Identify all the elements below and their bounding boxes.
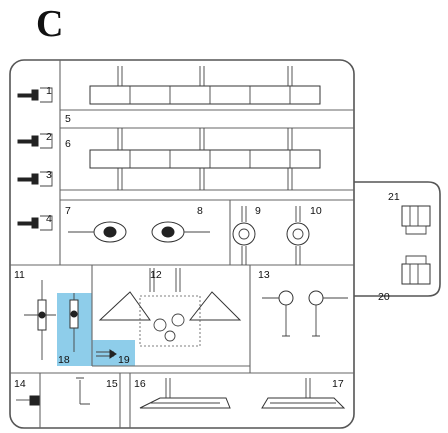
part-14 bbox=[16, 395, 40, 406]
part-label-12: 12 bbox=[150, 269, 162, 281]
part-label-14: 14 bbox=[14, 378, 26, 390]
ring-part-10 bbox=[286, 206, 310, 265]
part-label-19: 19 bbox=[118, 354, 130, 366]
part-label-1: 1 bbox=[46, 85, 52, 97]
part-label-3: 3 bbox=[46, 169, 52, 181]
part-21 bbox=[401, 205, 431, 235]
sprue-frame bbox=[9, 59, 355, 429]
part-label-15: 15 bbox=[106, 378, 118, 390]
part-18 bbox=[69, 293, 79, 352]
part-15 bbox=[76, 377, 90, 405]
part-19 bbox=[96, 349, 117, 359]
part-label-9: 9 bbox=[255, 205, 261, 217]
ring-part-9 bbox=[232, 206, 256, 265]
part-label-11: 11 bbox=[14, 269, 25, 281]
part-13 bbox=[262, 290, 348, 337]
small-part-group-left bbox=[17, 87, 53, 231]
wheel-part-7 bbox=[68, 221, 127, 243]
part-label-4: 4 bbox=[46, 213, 52, 225]
part-20 bbox=[401, 255, 431, 285]
part-12 bbox=[98, 268, 242, 347]
part-label-18: 18 bbox=[58, 354, 70, 366]
wheel-part-8 bbox=[151, 221, 210, 243]
part-label-10: 10 bbox=[310, 205, 322, 217]
part-label-5: 5 bbox=[65, 113, 71, 125]
part-label-21: 21 bbox=[388, 191, 400, 203]
part-label-20: 20 bbox=[378, 291, 390, 303]
part-label-16: 16 bbox=[134, 378, 146, 390]
part-17 bbox=[261, 378, 346, 409]
part-16 bbox=[139, 378, 231, 409]
part-label-6: 6 bbox=[65, 138, 71, 150]
part-11 bbox=[24, 280, 56, 360]
side-frame bbox=[354, 181, 441, 297]
long-bar-6 bbox=[89, 128, 321, 190]
long-bar-5 bbox=[89, 66, 321, 105]
part-label-8: 8 bbox=[197, 205, 203, 217]
sprue-letter: C bbox=[36, 3, 64, 45]
part-label-2: 2 bbox=[46, 131, 52, 143]
part-label-13: 13 bbox=[258, 269, 270, 281]
part-label-7: 7 bbox=[65, 205, 71, 217]
part-label-17: 17 bbox=[332, 378, 344, 390]
